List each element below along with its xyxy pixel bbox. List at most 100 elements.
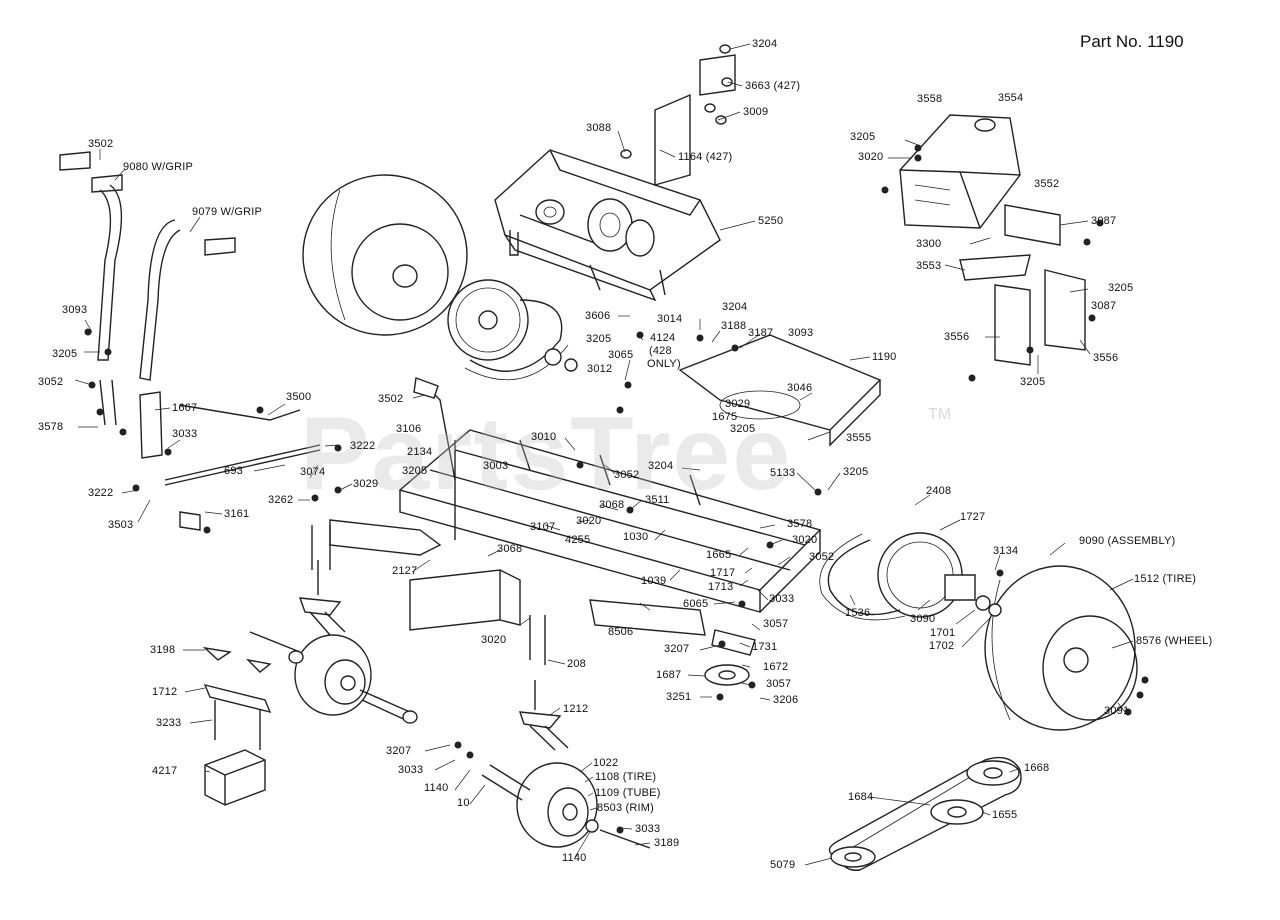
part-label: 1701 (930, 627, 956, 639)
part-label: 3663 (427) (745, 80, 801, 92)
part-label: 1731 (752, 641, 778, 653)
part-label: 3205 (1108, 282, 1134, 294)
hardware-fasteners (84, 144, 1149, 834)
part-label: 3087 (1091, 215, 1117, 227)
transmission-assembly (494, 44, 736, 302)
part-label: (428 (649, 345, 672, 357)
part-label: 3188 (721, 320, 747, 332)
trademark-mark: TM (928, 406, 952, 423)
part-label: 2127 (392, 565, 418, 577)
part-label: 1702 (929, 640, 955, 652)
part-label: 9080 W/GRIP (123, 161, 194, 173)
part-label: 3552 (1034, 178, 1060, 190)
part-label: 8506 (608, 626, 634, 638)
part-label: 4255 (565, 534, 591, 546)
part-label: 3057 (766, 678, 792, 690)
part-label: 1140 (424, 782, 449, 794)
part-label: 3068 (497, 543, 523, 555)
part-label: 3251 (666, 691, 692, 703)
part-label: 1667 (172, 402, 198, 414)
part-label: 3558 (917, 93, 943, 105)
part-label: 3014 (657, 313, 683, 325)
part-label: 9090 (ASSEMBLY) (1079, 535, 1176, 547)
part-label: 1684 (848, 791, 874, 803)
part-label: 1039 (641, 575, 667, 587)
part-label: 3033 (769, 593, 795, 605)
part-label: 3205 (850, 131, 876, 143)
part-label: 1727 (960, 511, 986, 523)
part-label: 3205 (52, 348, 78, 360)
part-label: 3233 (156, 717, 182, 729)
part-label: 3204 (648, 460, 674, 472)
part-label: 3222 (350, 440, 376, 452)
right-rear-wheel (819, 532, 1138, 731)
part-label: 3555 (846, 432, 872, 444)
part-label: 5079 (770, 859, 796, 871)
part-label: 8503 (RIM) (597, 802, 655, 814)
part-label: 1672 (763, 661, 789, 673)
part-label: 3057 (763, 618, 789, 630)
part-label: 3106 (396, 423, 422, 435)
lift-levers (59, 151, 456, 531)
part-label: 3029 (353, 478, 379, 490)
part-label: 3020 (858, 151, 884, 163)
part-label: 3003 (483, 460, 509, 472)
part-label: 3012 (587, 363, 613, 375)
part-label: 3052 (614, 469, 640, 481)
part-label: 3500 (286, 391, 312, 403)
part-label: ONLY) (647, 358, 681, 370)
part-label: 1687 (656, 669, 682, 681)
part-label: 3029 (725, 398, 751, 410)
part-label: 1713 (708, 581, 734, 593)
part-label: 3606 (585, 310, 611, 322)
part-label: 3205 (1020, 376, 1046, 388)
part-label: 3046 (787, 382, 813, 394)
part-label: 3204 (752, 38, 778, 50)
part-label: 1668 (1024, 762, 1050, 774)
part-label: 9079 W/GRIP (192, 206, 263, 218)
part-label: 1190 (872, 351, 897, 363)
part-label: 3088 (586, 122, 612, 134)
part-label: 1109 (TUBE) (595, 787, 661, 799)
front-caster (298, 560, 569, 751)
part-label: 3093 (788, 327, 814, 339)
part-label: 3033 (172, 428, 198, 440)
part-label: 3161 (224, 508, 250, 520)
part-label: 10 (457, 797, 470, 809)
part-label: 4124 (650, 332, 676, 344)
part-label: 1675 (712, 411, 738, 423)
part-label: 3010 (531, 431, 557, 443)
part-label: 3207 (664, 643, 690, 655)
part-label: 3033 (635, 823, 661, 835)
part-label: 1140 (562, 852, 587, 864)
part-label: 3204 (722, 301, 748, 313)
part-label: 3205 (730, 423, 756, 435)
part-label: 3556 (1093, 352, 1119, 364)
leader-lines (74, 43, 1134, 866)
battery-and-bracket (202, 631, 304, 806)
part-label: 5250 (758, 215, 784, 227)
part-label: 5133 (770, 467, 796, 479)
part-label: 1665 (706, 549, 732, 561)
part-label: 3090 (910, 613, 936, 625)
part-label: 3052 (809, 551, 835, 563)
part-label: 208 (567, 658, 586, 670)
part-label: 3205 (843, 466, 869, 478)
part-label: 3009 (743, 106, 769, 118)
part-label: 3502 (378, 393, 404, 405)
part-label: 3093 (62, 304, 88, 316)
part-label: 2134 (407, 446, 433, 458)
front-wheels (294, 634, 651, 849)
part-label: 1655 (992, 809, 1018, 821)
part-label: 3300 (916, 238, 942, 250)
watermark: PartsTree (300, 396, 793, 512)
part-label: 2408 (926, 485, 952, 497)
part-label: 3503 (108, 519, 134, 531)
part-label: 3205 (586, 333, 612, 345)
part-label: 3068 (599, 499, 625, 511)
part-label: 1717 (710, 567, 736, 579)
part-label: 3511 (645, 494, 670, 506)
part-label: 3222 (88, 487, 114, 499)
part-label: 6065 (683, 598, 709, 610)
